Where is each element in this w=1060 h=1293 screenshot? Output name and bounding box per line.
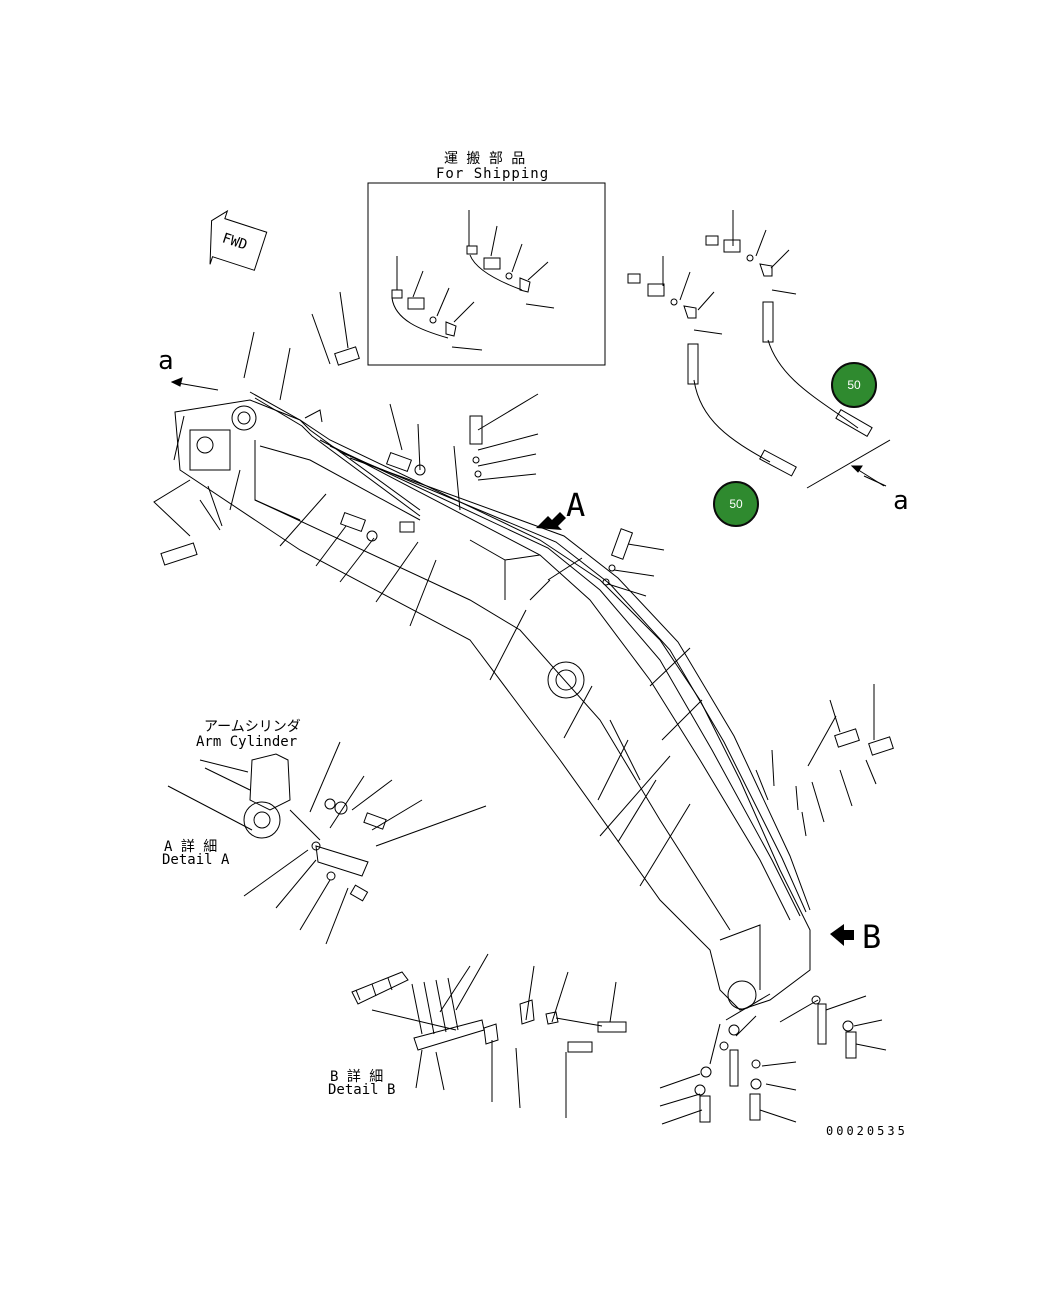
hose-assembly-right <box>627 210 891 489</box>
detail-b-label-en: Detail B <box>328 1082 396 1098</box>
piping-upper <box>249 391 421 533</box>
leader-lines <box>153 291 887 1125</box>
arm-cylinder-label-jp: アームシリンダ <box>204 719 301 735</box>
detail-a-label-jp: A 詳 細 <box>164 839 218 855</box>
view-arrow-a-left <box>170 377 219 391</box>
view-marker-A: A <box>566 486 586 524</box>
callout-number: 50 <box>847 378 861 392</box>
bolts <box>160 346 894 1123</box>
arm-cylinder-label-en: Arm Cylinder <box>196 734 298 750</box>
view-arrow-B <box>830 924 854 946</box>
washers <box>311 456 854 1096</box>
drawing-number: 00020535 <box>826 1124 908 1138</box>
detail-b-label-jp: B 詳 細 <box>330 1069 384 1085</box>
part-callout-50-lower[interactable]: 50 <box>713 481 759 527</box>
shipping-hose-left <box>391 256 483 351</box>
fwd-arrow <box>209 209 268 271</box>
view-marker-a-left: a <box>158 346 174 376</box>
shipping-title-jp: 運 搬 部 品 <box>444 151 526 167</box>
view-arrow-A <box>536 512 566 530</box>
shipping-parts-box <box>367 182 606 366</box>
arm-cylinder-detail <box>167 753 369 877</box>
view-marker-B: B <box>862 918 882 956</box>
view-marker-a-right: a <box>893 486 909 516</box>
detail-b-parts <box>351 971 559 1051</box>
view-arrow-a-right <box>850 465 885 487</box>
detail-a-label-en: Detail A <box>162 852 230 868</box>
arm-body <box>174 399 811 1011</box>
callout-number: 50 <box>729 497 743 511</box>
shipping-title-en: For Shipping <box>436 166 550 182</box>
part-callout-50-upper[interactable]: 50 <box>831 362 877 408</box>
shipping-hose-right <box>466 210 555 309</box>
